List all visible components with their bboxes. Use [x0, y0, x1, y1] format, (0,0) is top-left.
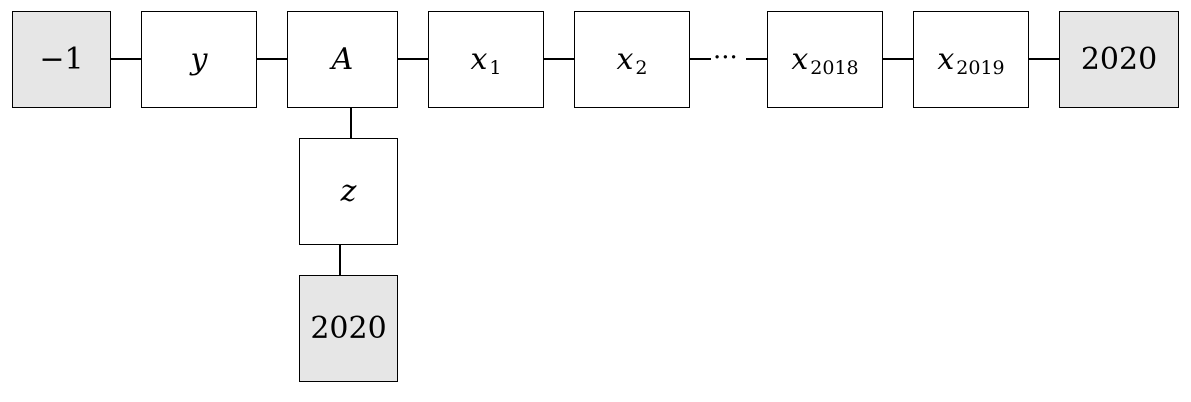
ellipsis: ···	[713, 43, 738, 73]
node-x2018-base: x	[791, 42, 809, 77]
node-y: y	[141, 11, 257, 108]
node-x2-subscript: 2	[635, 56, 648, 79]
edge-A-x1	[397, 58, 429, 60]
node-A-label: A	[331, 42, 354, 77]
node-x2-base: x	[616, 42, 634, 77]
edge-z-2020	[339, 244, 341, 275]
node-z-label: z	[340, 174, 357, 209]
node-x1-base: x	[470, 42, 488, 77]
node-y-label: y	[190, 42, 208, 77]
node-bottom-constant-label: 2020	[310, 311, 387, 346]
node-x2019-base: x	[937, 42, 955, 77]
edge-x2-ellipsis	[689, 58, 711, 60]
edge-x2018-x2019	[882, 58, 914, 60]
edge-ellipsis-x2018	[746, 58, 768, 60]
edge-A-z	[350, 107, 352, 138]
edge-minus1-y	[110, 58, 142, 60]
node-A: A	[287, 11, 398, 108]
node-x1-subscript: 1	[489, 56, 502, 79]
edge-x1-x2	[543, 58, 575, 60]
node-x2018-subscript: 2018	[810, 56, 859, 79]
node-x2019-subscript: 2019	[956, 56, 1005, 79]
node-bottom-constant: 2020	[299, 275, 398, 382]
node-z: z	[299, 138, 398, 245]
node-left-constant-label: −1	[39, 42, 84, 77]
edge-y-A	[256, 58, 288, 60]
node-right-constant-label: 2020	[1080, 42, 1158, 77]
node-left-constant: −1	[12, 11, 111, 108]
node-right-constant: 2020	[1059, 11, 1179, 108]
edge-x2019-2020	[1028, 58, 1060, 60]
